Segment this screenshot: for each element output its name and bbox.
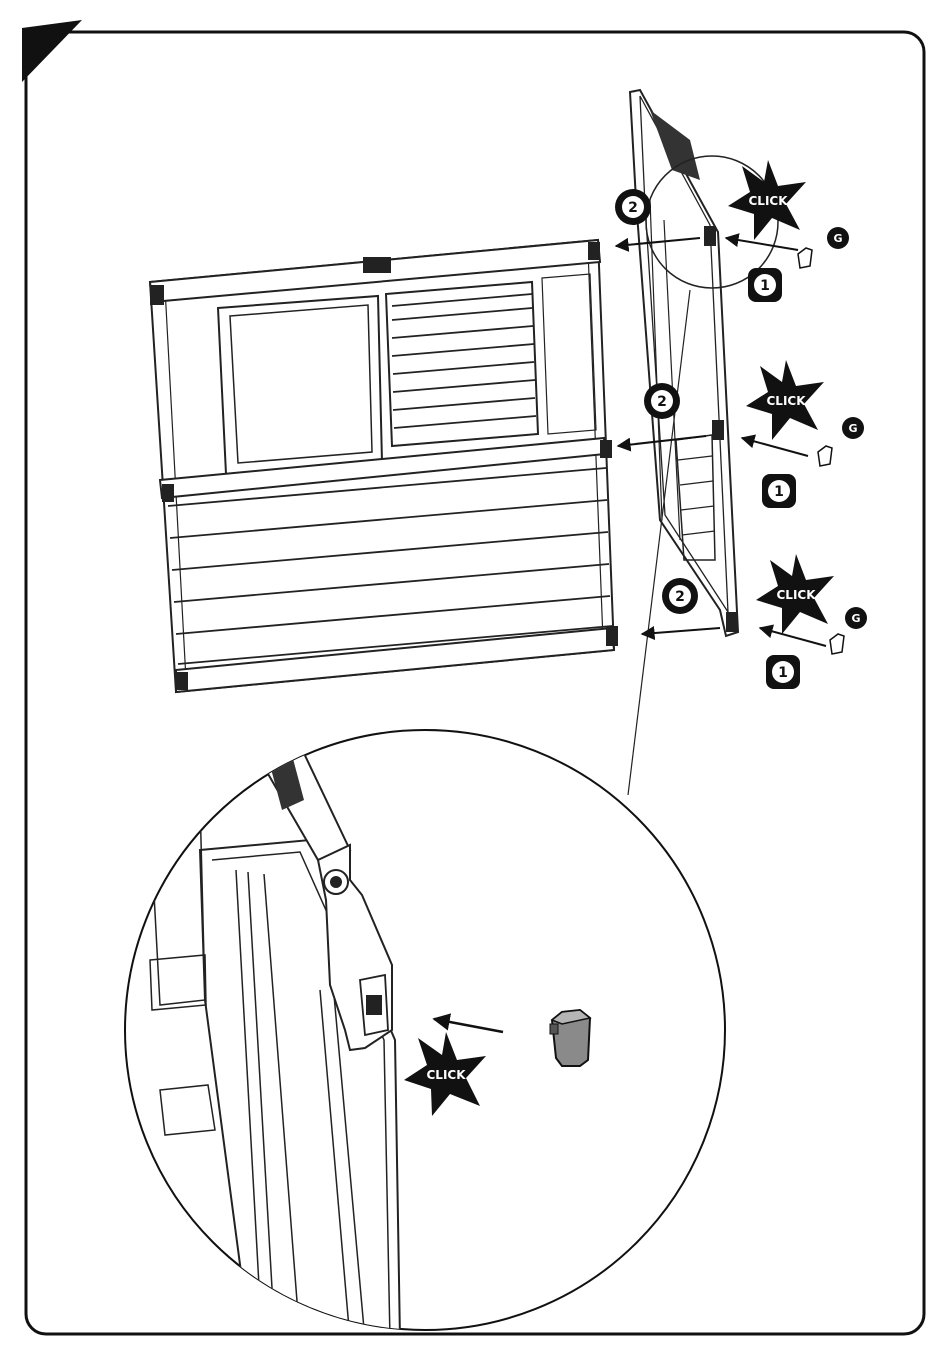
step-one-label: 1 (778, 665, 788, 681)
clip-icon (798, 248, 812, 268)
part-badge-icon: G (845, 607, 867, 629)
clip-icon (818, 446, 832, 466)
step-two-label: 2 (675, 589, 685, 605)
step-badge-icon: 1 (762, 474, 796, 508)
part-badge-icon: G (842, 417, 864, 439)
click-starburst-icon: CLICK (746, 360, 824, 440)
clip-icon (550, 1010, 590, 1066)
click-label: CLICK (748, 194, 788, 208)
zoom-detail: CLICK (125, 730, 725, 1340)
arrow-icon (742, 438, 808, 456)
step-badge-icon: 2 (662, 578, 698, 614)
part-label: G (851, 612, 860, 625)
arrow-icon (642, 628, 720, 634)
step-two-label: 2 (657, 394, 667, 410)
arrow-icon (726, 238, 798, 250)
part-badge-icon: G (827, 227, 849, 249)
clip-icon (830, 634, 844, 654)
arrow-icon (760, 628, 826, 646)
click-label: CLICK (766, 394, 806, 408)
part-label: G (833, 232, 842, 245)
wall-panel (150, 240, 618, 692)
corner-tab-icon (22, 20, 82, 82)
click-starburst-icon: CLICK (728, 160, 806, 240)
step-badge-icon: 1 (748, 268, 782, 302)
click-label: CLICK (776, 588, 816, 602)
step-one-label: 1 (760, 278, 770, 294)
click-starburst-icon: CLICK (756, 554, 834, 634)
step-two-label: 2 (628, 200, 638, 216)
step-badge-icon: 2 (644, 383, 680, 419)
step-one-label: 1 (774, 484, 784, 500)
side-panel (630, 90, 738, 636)
step-badge-icon: 1 (766, 655, 800, 689)
step-badge-icon: 2 (615, 189, 651, 225)
click-label: CLICK (426, 1068, 466, 1082)
part-label: G (848, 422, 857, 435)
